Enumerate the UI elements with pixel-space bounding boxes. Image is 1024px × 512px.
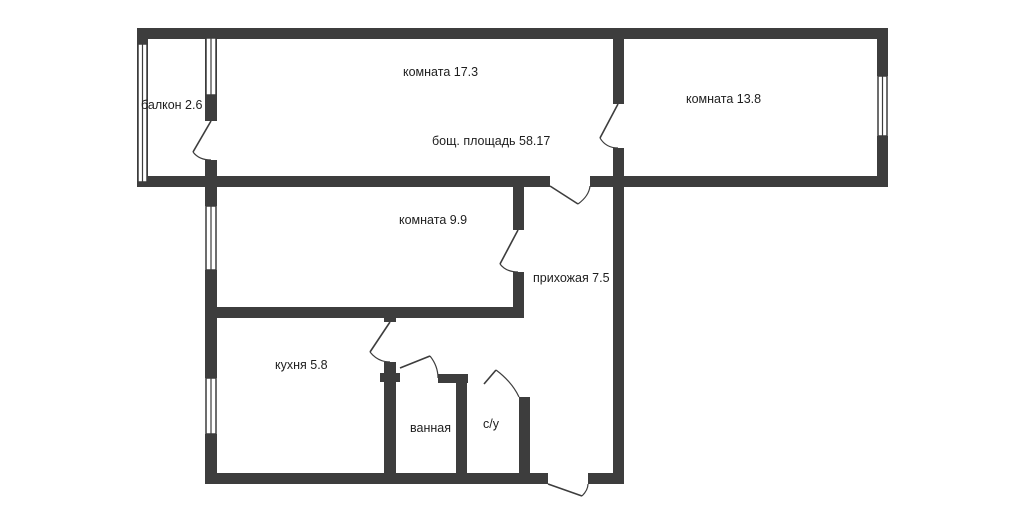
doors bbox=[192, 103, 619, 497]
wall-left-bottom bbox=[205, 434, 217, 484]
wall-room9-right-top bbox=[513, 186, 524, 230]
door-room9 bbox=[499, 229, 519, 273]
door-kitchen bbox=[369, 321, 391, 363]
wall-kitchen-bath bbox=[384, 362, 396, 478]
window-balcony bbox=[137, 43, 148, 183]
window-room13 bbox=[877, 75, 888, 137]
door-entrance bbox=[547, 483, 589, 497]
windows bbox=[137, 37, 888, 435]
wall-bath-toilet bbox=[456, 374, 467, 478]
wall-bath-top-stub bbox=[438, 374, 468, 383]
wall-room9-right-bottom bbox=[513, 272, 524, 318]
wall-right-top bbox=[877, 28, 888, 76]
wall-hallway-right bbox=[613, 176, 624, 484]
label-kitchen: кухня 5.8 bbox=[275, 358, 328, 372]
door-bathroom bbox=[399, 355, 439, 379]
door-room13 bbox=[599, 103, 619, 149]
wall-room17-room13-top bbox=[613, 28, 624, 104]
label-total-area: бощ. площадь 58.17 bbox=[432, 134, 550, 148]
wall-room9-kitchen bbox=[205, 307, 524, 318]
label-balcony: балкон 2.6 bbox=[141, 98, 202, 112]
wall-top bbox=[137, 28, 888, 39]
wall-left-lower bbox=[205, 270, 217, 378]
label-room-13: комната 13.8 bbox=[686, 92, 761, 106]
window-kitchen bbox=[205, 377, 217, 435]
label-bathroom: ванная bbox=[410, 421, 451, 435]
door-balcony bbox=[192, 120, 212, 161]
label-room-17: комната 17.3 bbox=[403, 65, 478, 79]
wall-right-bottom bbox=[877, 136, 888, 186]
label-hallway: прихожая 7.5 bbox=[533, 271, 610, 285]
wall-middle-right bbox=[590, 176, 888, 187]
window-room17 bbox=[205, 37, 217, 96]
wall-kitchen-bath-stub bbox=[380, 373, 400, 382]
wall-room17-room13-bottom bbox=[613, 148, 624, 186]
walls bbox=[137, 28, 888, 484]
wall-middle-left bbox=[137, 176, 550, 187]
label-toilet: с/у bbox=[483, 417, 500, 431]
room-labels: балкон 2.6 комната 17.3 комната 13.8 бощ… bbox=[141, 65, 761, 435]
label-room-9: комната 9.9 bbox=[399, 213, 467, 227]
door-toilet bbox=[483, 369, 520, 398]
wall-toilet-right bbox=[519, 397, 530, 478]
wall-kitchen-door-post bbox=[384, 316, 396, 322]
door-room17 bbox=[549, 185, 591, 205]
window-room9 bbox=[205, 205, 217, 271]
wall-bottom-right bbox=[588, 473, 624, 484]
wall-bottom-left bbox=[205, 473, 548, 484]
